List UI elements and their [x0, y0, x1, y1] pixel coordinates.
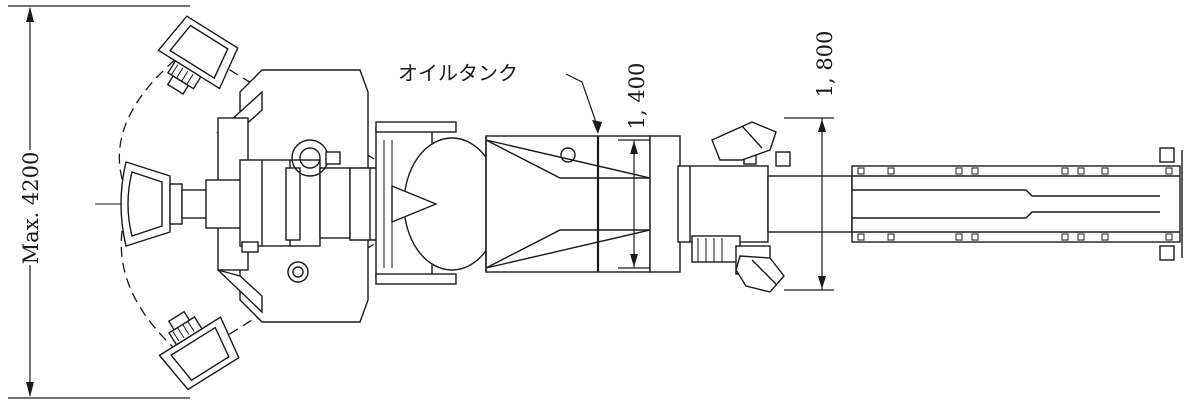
oil-tank-callout: オイルタンク — [398, 61, 602, 134]
gearbox — [319, 167, 351, 239]
conveyor-frame — [851, 165, 1181, 243]
drive-motor — [239, 159, 321, 247]
width-1400-label: 1, 400 — [625, 63, 649, 130]
width-1400-dimension: 1, 400 — [618, 63, 650, 269]
swing-arc — [118, 39, 201, 371]
main-body — [485, 135, 681, 273]
cutter-drum-front — [120, 161, 171, 247]
operator-section — [677, 121, 853, 293]
max-width-dimension: Max. 4200 — [8, 5, 190, 399]
pulley-lower — [287, 261, 309, 283]
width-1800-dimension: 1, 800 — [784, 31, 837, 291]
conveyor-bolts — [857, 167, 1173, 241]
arrow-head-bottom — [26, 382, 34, 397]
conveyor — [851, 147, 1183, 261]
oil-tank-cap — [560, 147, 576, 163]
oil-tank-leader — [565, 73, 599, 129]
gathering-arm-lower — [735, 255, 785, 293]
operator-seat-upper — [775, 151, 791, 167]
tail-roller-lower — [1159, 245, 1175, 261]
oil-tank-label: オイルタンク — [398, 61, 518, 85]
width-1800-label: 1, 800 — [813, 31, 837, 98]
cutter-head-lower — [158, 310, 240, 391]
control-block — [677, 165, 769, 243]
tail-roller-upper — [1159, 147, 1175, 163]
control-panel — [691, 235, 741, 263]
arrow-head-top — [26, 7, 34, 22]
cutter-head-front — [120, 161, 209, 247]
slewing-ring — [375, 121, 501, 285]
gathering-arm-upper — [711, 121, 777, 161]
cutter-head-upper — [157, 15, 239, 95]
max-width-label: Max. 4200 — [19, 152, 43, 265]
oil-tank-body — [485, 135, 651, 273]
